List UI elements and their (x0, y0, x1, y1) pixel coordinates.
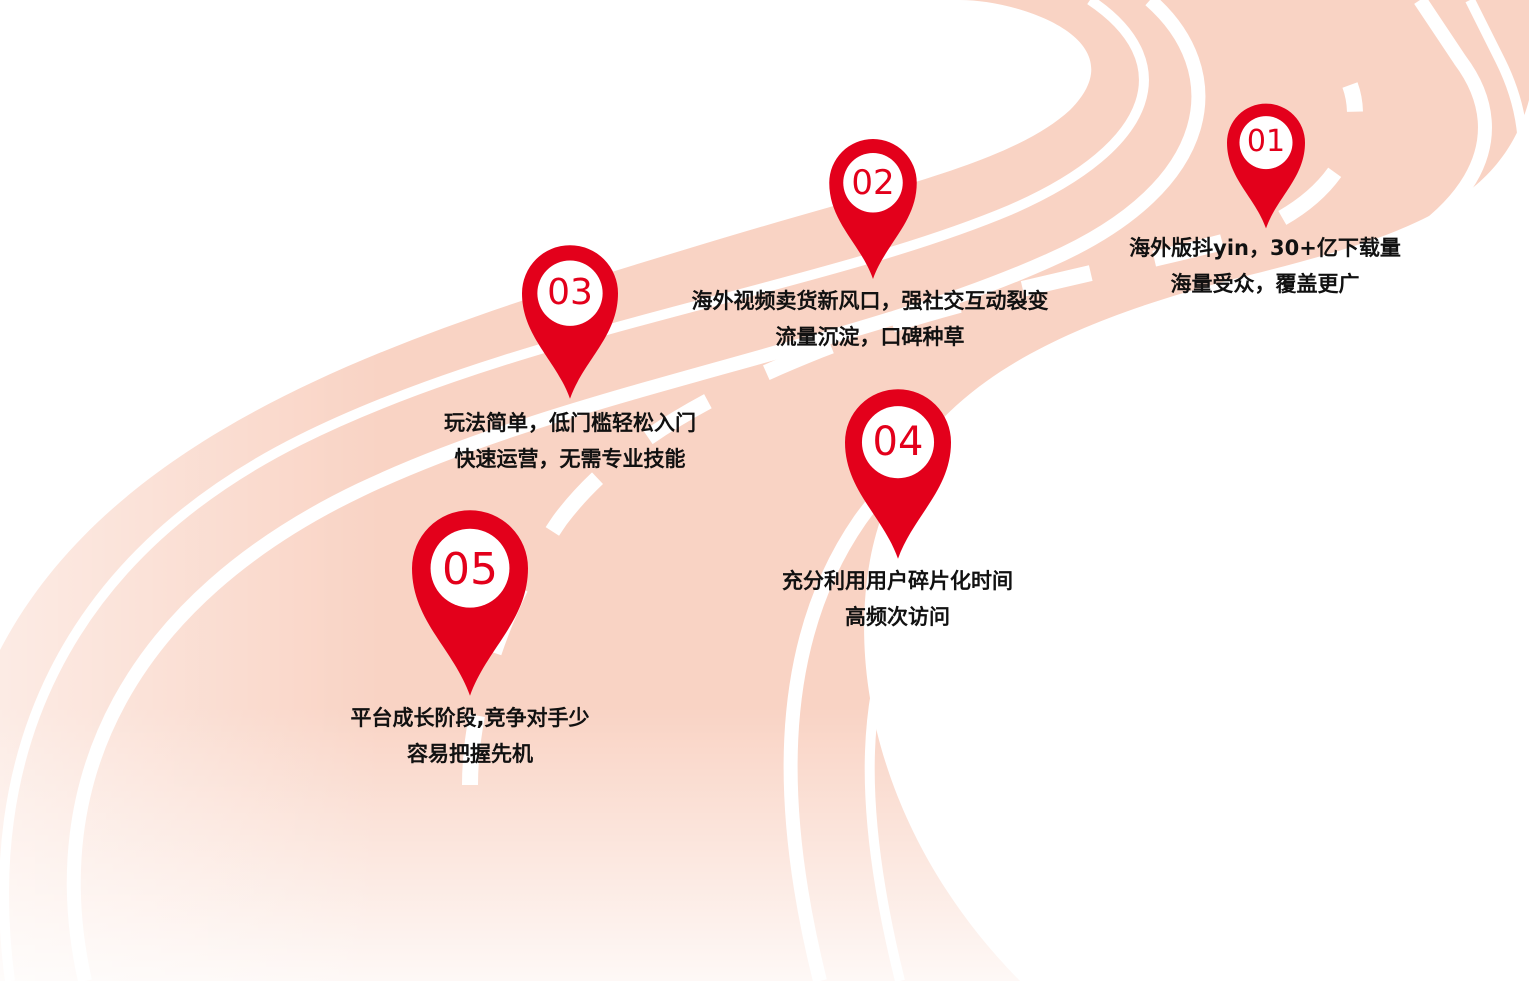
map-pin-icon (412, 510, 528, 696)
caption-line-1: 充分利用用户碎片化时间 (782, 569, 1013, 593)
caption-line-1: 玩法简单，低门槛轻松入门 (444, 411, 696, 435)
milestone-pin-05: 05 (412, 510, 528, 696)
caption-line-1: 海外视频卖货新风口，强社交互动裂变 (691, 289, 1049, 313)
caption-line-2: 流量沉淀，口碑种草 (775, 325, 965, 349)
milestone-caption-05: 平台成长阶段,竞争对手少 容易把握先机 (310, 700, 630, 772)
caption-line-2: 高频次访问 (845, 605, 950, 629)
milestone-pin-01: 01 (1227, 103, 1305, 229)
milestone-caption-02: 海外视频卖货新风口，强社交互动裂变 流量沉淀，口碑种草 (640, 283, 1100, 355)
caption-line-2: 海量受众，覆盖更广 (1170, 272, 1360, 296)
milestone-caption-03: 玩法简单，低门槛轻松入门 快速运营，无需专业技能 (400, 405, 740, 477)
map-pin-icon (845, 389, 951, 559)
milestone-number: 04 (872, 419, 924, 465)
milestone-pin-04: 04 (845, 388, 951, 560)
caption-line-1: 海外版抖yin，30+亿下载量 (1129, 236, 1401, 260)
map-pin-icon (522, 245, 618, 399)
milestone-number: 05 (442, 544, 498, 595)
map-pin-icon (829, 139, 917, 279)
map-pin-icon (1227, 103, 1305, 229)
milestone-number: 02 (851, 163, 895, 203)
milestone-caption-04: 充分利用用户碎片化时间 高频次访问 (735, 563, 1060, 635)
milestone-pin-03: 03 (522, 244, 618, 400)
caption-line-2: 快速运营，无需专业技能 (454, 447, 686, 471)
milestone-number: 03 (547, 272, 593, 313)
milestone-pin-02: 02 (829, 139, 917, 279)
milestone-caption-01: 海外版抖yin，30+亿下载量 海量受众，覆盖更广 (1085, 230, 1445, 302)
caption-line-1: 平台成长阶段,竞争对手少 (350, 706, 590, 730)
milestone-number: 01 (1246, 124, 1286, 159)
caption-line-2: 容易把握先机 (407, 742, 533, 766)
